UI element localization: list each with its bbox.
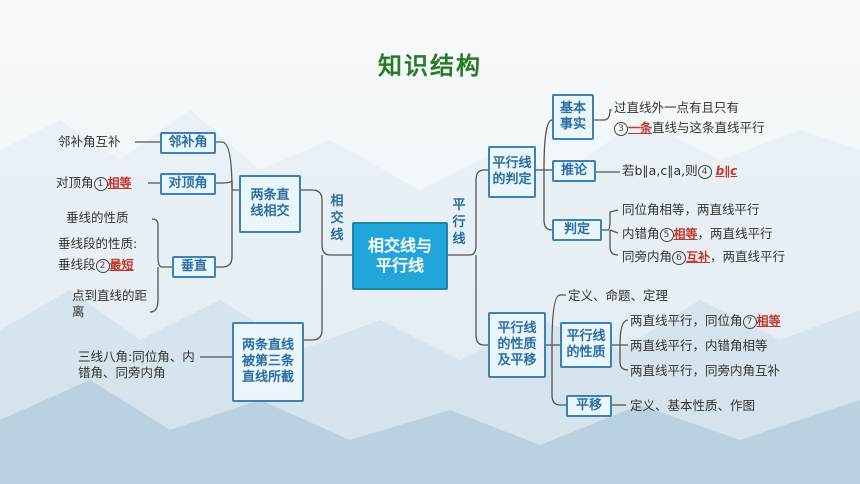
box-determine-label: 判定 xyxy=(563,221,590,237)
box-adjacent-angle-label: 邻补角 xyxy=(168,134,208,150)
perp-segment-property: 垂线段的性质: xyxy=(58,236,138,251)
basic-fact-text: 直线与这条直线平行 xyxy=(652,120,765,135)
box-parallel-property-label: 平行线的性质 xyxy=(566,328,606,360)
perp-segment-text: 垂线段 xyxy=(58,257,96,272)
adjacent-note: 邻补角互补 xyxy=(58,134,121,149)
property-2: 两直线平行，内错角相等 xyxy=(630,338,768,353)
property-3: 两直线平行，同旁内角互补 xyxy=(630,363,781,378)
corollary-statement: 若b∥a,c∥a,则 xyxy=(622,163,698,178)
property-1-text: 两直线平行，同位角 xyxy=(630,313,743,328)
determine-3-tail: ，两直线平行 xyxy=(710,249,786,264)
box-parallel-property-translation-label: 平行线的性质及平移 xyxy=(497,320,537,369)
left-branch-label: 相交线 xyxy=(330,194,344,243)
box-two-lines-intersect-label: 两条直线相交 xyxy=(250,187,290,219)
box-basic-fact-label: 基本事实 xyxy=(559,100,586,132)
determine-3-text: 同旁内角 xyxy=(622,249,673,264)
answer-3: 一条 xyxy=(628,121,653,135)
three-lines-text: 三线八角:同位角、内错角、同旁内角 xyxy=(78,349,195,381)
answer-5: 相等 xyxy=(673,227,698,241)
answer-7: 相等 xyxy=(756,314,781,328)
box-translation-label: 平移 xyxy=(575,397,602,413)
determine-2-text: 内错角 xyxy=(622,226,660,241)
blank-number-4: 4 xyxy=(697,164,712,179)
box-parallel-judge-label: 平行线的判定 xyxy=(492,155,532,187)
box-translation: 平移 xyxy=(566,395,612,417)
blank-number-1: 1 xyxy=(93,176,108,191)
determine-1: 同位角相等，两直线平行 xyxy=(622,202,760,217)
center-topic: 相交线与平行线 xyxy=(352,222,448,290)
page-title: 知识结构 xyxy=(378,52,482,80)
answer-2: 最短 xyxy=(109,258,134,272)
box-two-lines-cut-label: 两条直线被第三条直线所截 xyxy=(241,337,294,386)
box-two-lines-cut: 两条直线被第三条直线所截 xyxy=(232,322,304,402)
box-parallel-property-translation: 平行线的性质及平移 xyxy=(488,312,546,378)
right-branch-label: 平行线 xyxy=(452,198,466,247)
answer-1: 相等 xyxy=(107,176,132,190)
box-two-lines-intersect: 两条直线相交 xyxy=(239,175,301,233)
point-line-distance: 点到直线的距离 xyxy=(72,288,148,321)
perp-property: 垂线的性质 xyxy=(66,210,129,225)
point-line-distance-text: 点到直线的距离 xyxy=(72,288,148,320)
blank-number-3: 3 xyxy=(614,121,628,136)
blank-number-5: 5 xyxy=(659,227,674,242)
translation-note: 定义、基本性质、作图 xyxy=(630,398,756,413)
box-vertical-angle: 对顶角 xyxy=(160,173,216,195)
blank-number-7: 7 xyxy=(742,314,757,329)
three-lines-eight-angles: 三线八角:同位角、内错角、同旁内角 xyxy=(78,349,198,382)
box-parallel-property: 平行线的性质 xyxy=(560,322,612,368)
box-perpendicular: 垂直 xyxy=(172,256,216,278)
box-parallel-judge: 平行线的判定 xyxy=(488,146,536,198)
answer-6: 互补 xyxy=(686,250,711,264)
vertical-note-text: 对顶角 xyxy=(56,175,94,190)
box-basic-fact: 基本事实 xyxy=(552,94,594,140)
determine-2-tail: ，两直线平行 xyxy=(697,226,773,241)
blank-number-6: 6 xyxy=(672,250,687,265)
box-perpendicular-label: 垂直 xyxy=(180,258,207,274)
basic-fact-line1: 过直线外一点有且只有 xyxy=(614,100,740,115)
answer-4: b∥c xyxy=(715,164,738,178)
box-determine: 判定 xyxy=(552,219,602,241)
box-corollary: 推论 xyxy=(552,160,596,182)
blank-number-2: 2 xyxy=(95,258,110,273)
box-corollary-label: 推论 xyxy=(560,162,587,178)
definition-proposition-theorem: 定义、命题、定理 xyxy=(568,288,669,303)
box-adjacent-angle: 邻补角 xyxy=(160,132,216,154)
box-vertical-angle-label: 对顶角 xyxy=(168,175,208,191)
center-topic-label: 相交线与平行线 xyxy=(367,236,432,275)
